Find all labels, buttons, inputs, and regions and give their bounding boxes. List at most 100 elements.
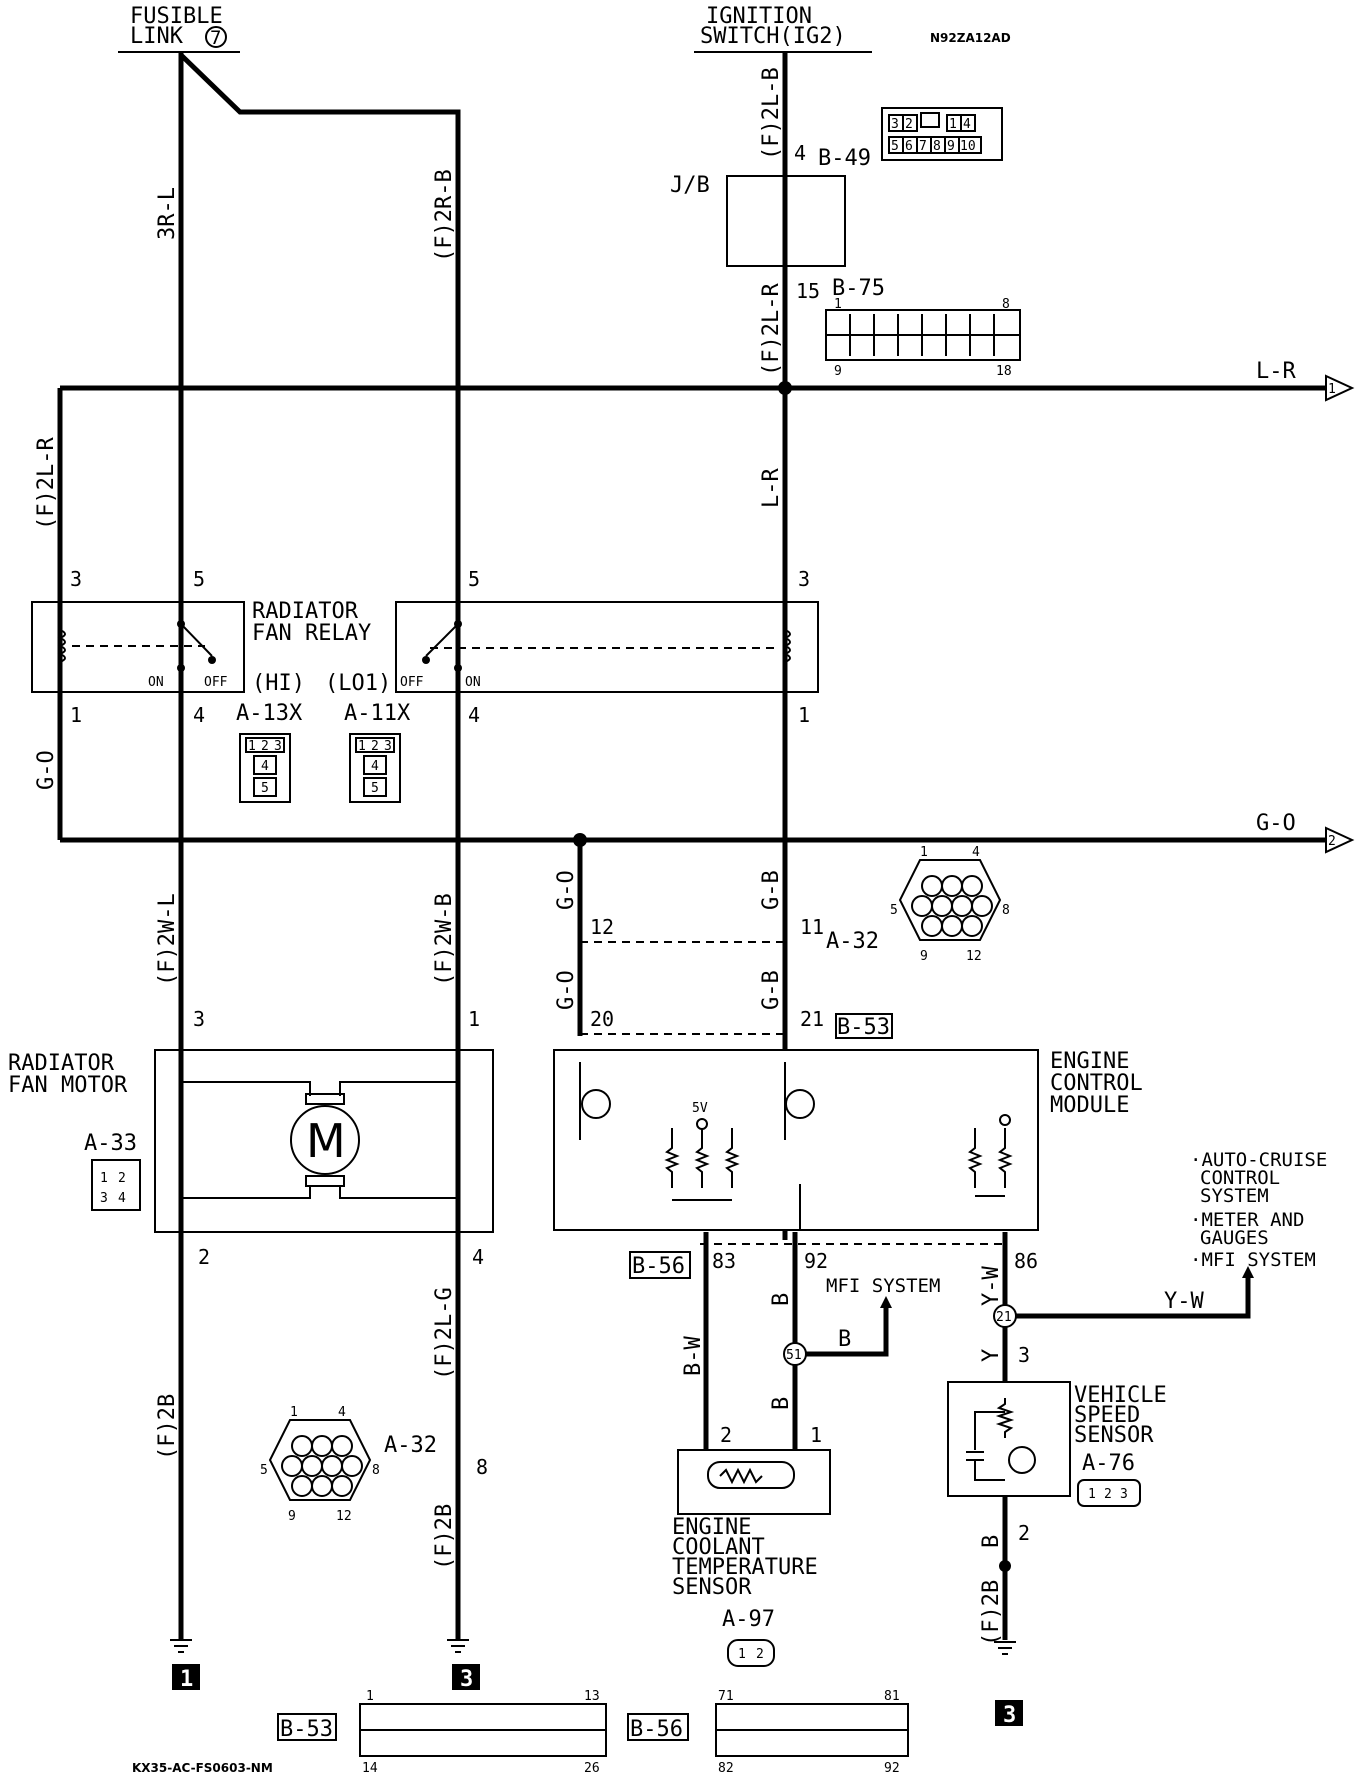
pin-relay-hi-5: 5 <box>193 567 205 591</box>
dest-5: GAUGES <box>1200 1227 1269 1249</box>
svg-text:12: 12 <box>336 1509 352 1524</box>
svg-text:12: 12 <box>966 949 982 964</box>
offpage-arrow-1 <box>1325 374 1355 402</box>
ground-badge-3b <box>995 1700 1023 1726</box>
vss-label-2: SPEED <box>1074 1403 1140 1428</box>
svg-text:3: 3 <box>384 739 392 754</box>
svg-text:1: 1 <box>248 739 256 754</box>
ect-label-2: COOLANT <box>672 1535 765 1560</box>
pin-ect-1: 1 <box>810 1423 822 1447</box>
relay-hi-label: (HI) <box>252 671 305 696</box>
connector-b56-label: B-56 <box>632 1254 685 1279</box>
wire-b-mfi <box>806 1308 889 1357</box>
wire-label-bus-go: G-O <box>1256 811 1296 836</box>
relay-lo-box <box>395 601 819 693</box>
wire-label-go-left: G-O <box>34 750 59 790</box>
wire-label-motor-in-right: (F)2W-B <box>432 893 457 986</box>
svg-text:71: 71 <box>718 1689 734 1704</box>
mfi-system-label: MFI SYSTEM <box>826 1275 940 1297</box>
relay-label-1: RADIATOR <box>252 599 359 624</box>
vss-box <box>947 1381 1071 1497</box>
svg-text:9: 9 <box>288 1509 296 1524</box>
wire-label-3r-l: 3R-L <box>155 187 180 240</box>
wire-label-motor-in-left: (F)2W-L <box>155 893 180 986</box>
ignition-switch-label-1: IGNITION <box>706 4 812 29</box>
connector-a33-face: 1 2 3 4 <box>91 1159 141 1211</box>
relay-hi-coil <box>57 629 66 663</box>
svg-text:14: 14 <box>362 1761 378 1774</box>
ground-symbol-right <box>447 1639 469 1653</box>
svg-text:2: 2 <box>905 117 913 132</box>
svg-text:4: 4 <box>963 117 971 132</box>
pin-b75-15: 15 <box>796 279 820 303</box>
ecm-label-3: MODULE <box>1050 1093 1129 1118</box>
svg-text:4: 4 <box>371 759 379 774</box>
fan-motor-m: M <box>306 1114 346 1168</box>
offpage-2-num: 2 <box>1328 834 1336 849</box>
svg-text:5: 5 <box>890 903 898 918</box>
footer-code: KX35-AC-FS0603-NM <box>132 1761 273 1774</box>
svg-text:82: 82 <box>718 1761 734 1774</box>
ecm-label-2: CONTROL <box>1050 1071 1143 1096</box>
svg-text:2: 2 <box>261 739 269 754</box>
pin-ecm-11: 11 <box>800 915 824 939</box>
svg-text:1: 1 <box>358 739 366 754</box>
connector-b75-face: 1 8 9 18 <box>825 297 1021 379</box>
relay-label-2: FAN RELAY <box>252 621 371 646</box>
connector-b49-face: 3 2 1 4 5 6 7 8 9 10 <box>881 107 1003 161</box>
connector-b75-label: B-75 <box>832 276 885 301</box>
wire-label-motor-out-right: (F)2L-G <box>432 1287 457 1380</box>
connector-a32-face: 1 4 5 8 9 12 <box>890 845 1010 964</box>
wire-label-bus-lr: L-R <box>1256 359 1296 384</box>
dest-2: CONTROL <box>1200 1167 1280 1189</box>
ecm-box <box>553 1049 1039 1231</box>
wire-2r-b <box>179 53 461 1640</box>
svg-text:9: 9 <box>947 139 955 154</box>
connector-b49-label: B-49 <box>818 146 871 171</box>
svg-text:5: 5 <box>260 1463 268 1478</box>
ground-badge-3a <box>452 1664 480 1690</box>
offpage-1-num: 1 <box>1328 382 1336 397</box>
svg-text:10: 10 <box>960 139 976 154</box>
svg-text:2: 2 <box>371 739 379 754</box>
vss-label-1: VEHICLE <box>1074 1383 1167 1408</box>
wire-label-ig-top: (F)2L-B <box>759 67 784 160</box>
svg-text:1: 1 <box>290 1405 298 1420</box>
vss-label-3: SENSOR <box>1074 1423 1154 1448</box>
dest-4: ·METER AND <box>1190 1209 1304 1231</box>
wire-label-jb-out: (F)2L-R <box>759 283 784 376</box>
ect-thermistor <box>707 1461 795 1489</box>
wire-label-bw: B-W <box>681 1336 706 1376</box>
pin-relay-hi-1: 1 <box>70 703 82 727</box>
ground-3a-num: 3 <box>460 1667 473 1692</box>
pin-ecm-20: 20 <box>590 1007 614 1031</box>
connector-a32b-label: A-32 <box>384 1433 437 1458</box>
connector-a13x-face: 1 2 3 4 5 <box>239 733 291 803</box>
pin-motor-3: 3 <box>193 1007 205 1031</box>
svg-text:2: 2 <box>756 1647 764 1662</box>
svg-text:1: 1 <box>834 297 842 312</box>
wire-label-b-mfi: B <box>838 1327 851 1352</box>
ect-sensor-box <box>677 1449 831 1515</box>
junction-21-num: 21 <box>996 1310 1012 1325</box>
junction-51-num: 51 <box>786 1348 802 1363</box>
svg-text:26: 26 <box>584 1761 600 1774</box>
connector-b53b-box <box>277 1713 337 1741</box>
svg-text:5: 5 <box>891 139 899 154</box>
relay-hi-switch <box>180 623 213 657</box>
connector-b56-box <box>629 1251 691 1279</box>
svg-text:1: 1 <box>1088 1487 1096 1502</box>
fusible-link-number-circle <box>205 26 227 48</box>
connector-a32-label: A-32 <box>826 929 879 954</box>
pin-ect-2: 2 <box>720 1423 732 1447</box>
fusible-link-number: 7 <box>210 27 221 49</box>
relay-hi-box <box>31 601 245 693</box>
dest-6: ·MFI SYSTEM <box>1190 1249 1316 1271</box>
connector-b53b-label: B-53 <box>280 1717 333 1742</box>
fan-motor-symbol <box>290 1105 360 1175</box>
fusible-link-label-2: LINK <box>130 24 184 49</box>
svg-text:1: 1 <box>366 1689 374 1704</box>
svg-text:8: 8 <box>933 139 941 154</box>
wire-label-gnd-right: (F)2B <box>432 1504 457 1570</box>
svg-text:7: 7 <box>919 139 927 154</box>
